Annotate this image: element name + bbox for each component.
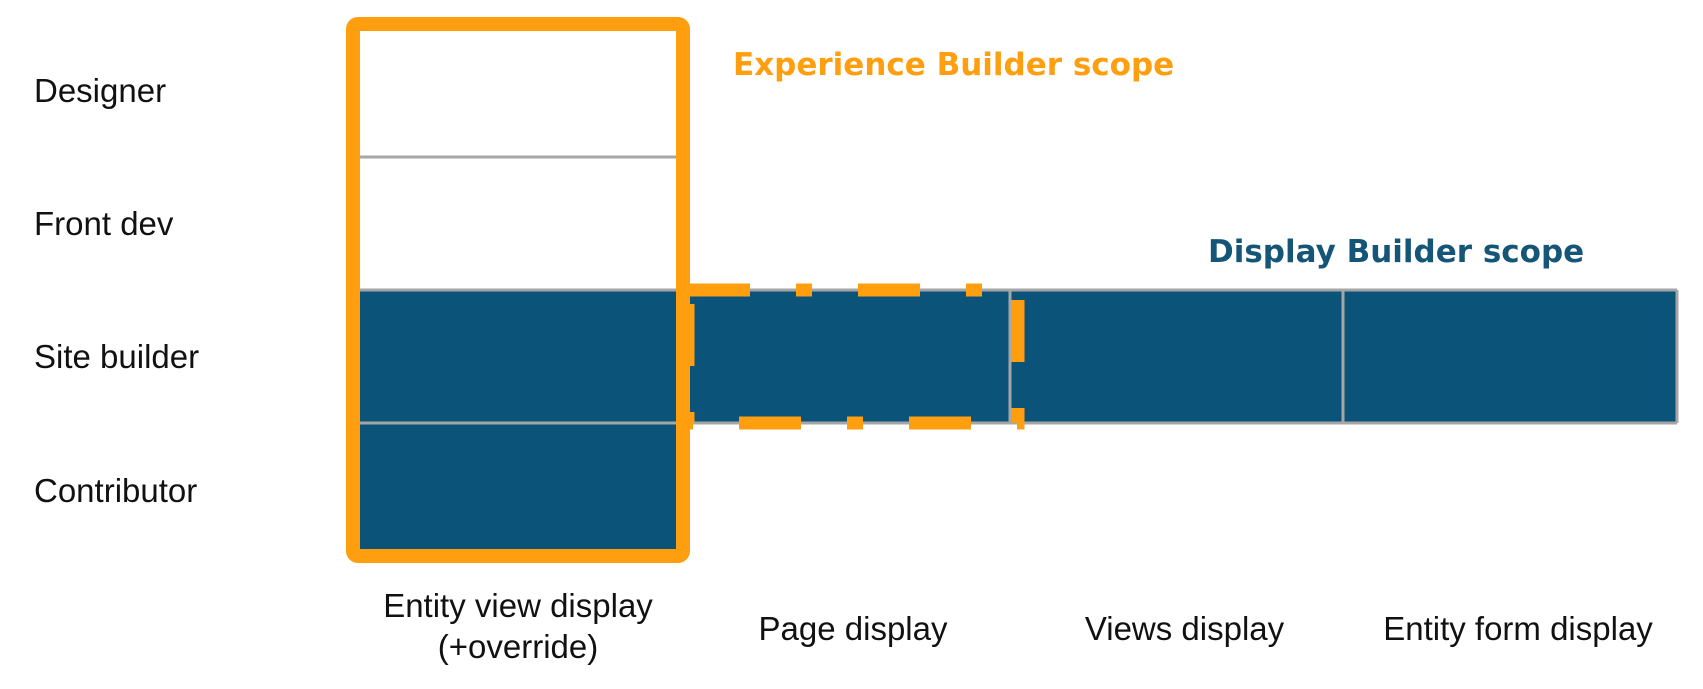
experience-builder-scope-frame <box>346 17 690 563</box>
column-label-entity-form-display: Entity form display <box>1383 610 1653 647</box>
row-label-front-dev: Front dev <box>34 205 174 242</box>
row-label-contributor: Contributor <box>34 472 198 509</box>
column-label-entity-view-display: Entity view display (+override) <box>353 585 683 668</box>
column-label-views-display: Views display <box>1084 610 1285 647</box>
column-label-entity-view-line1: Entity view display <box>383 587 653 624</box>
display-builder-scope-title: Display Builder scope <box>1208 234 1585 270</box>
column-label-entity-view-line2: (+override) <box>437 628 599 666</box>
cell-entity-view-contributor <box>353 423 676 556</box>
cell-views-display-site-builder <box>1010 290 1343 423</box>
row-label-site-builder: Site builder <box>34 338 200 375</box>
cell-entity-form-display-site-builder <box>1343 290 1677 423</box>
cell-page-display-site-builder <box>676 290 1010 423</box>
display-builder-page-dashed-frame <box>681 283 1025 430</box>
experience-builder-scope-title: Experience Builder scope <box>733 47 1175 83</box>
cell-entity-view-site-builder <box>353 290 676 423</box>
column-label-page-display: Page display <box>758 610 948 647</box>
row-label-designer: Designer <box>34 72 167 109</box>
